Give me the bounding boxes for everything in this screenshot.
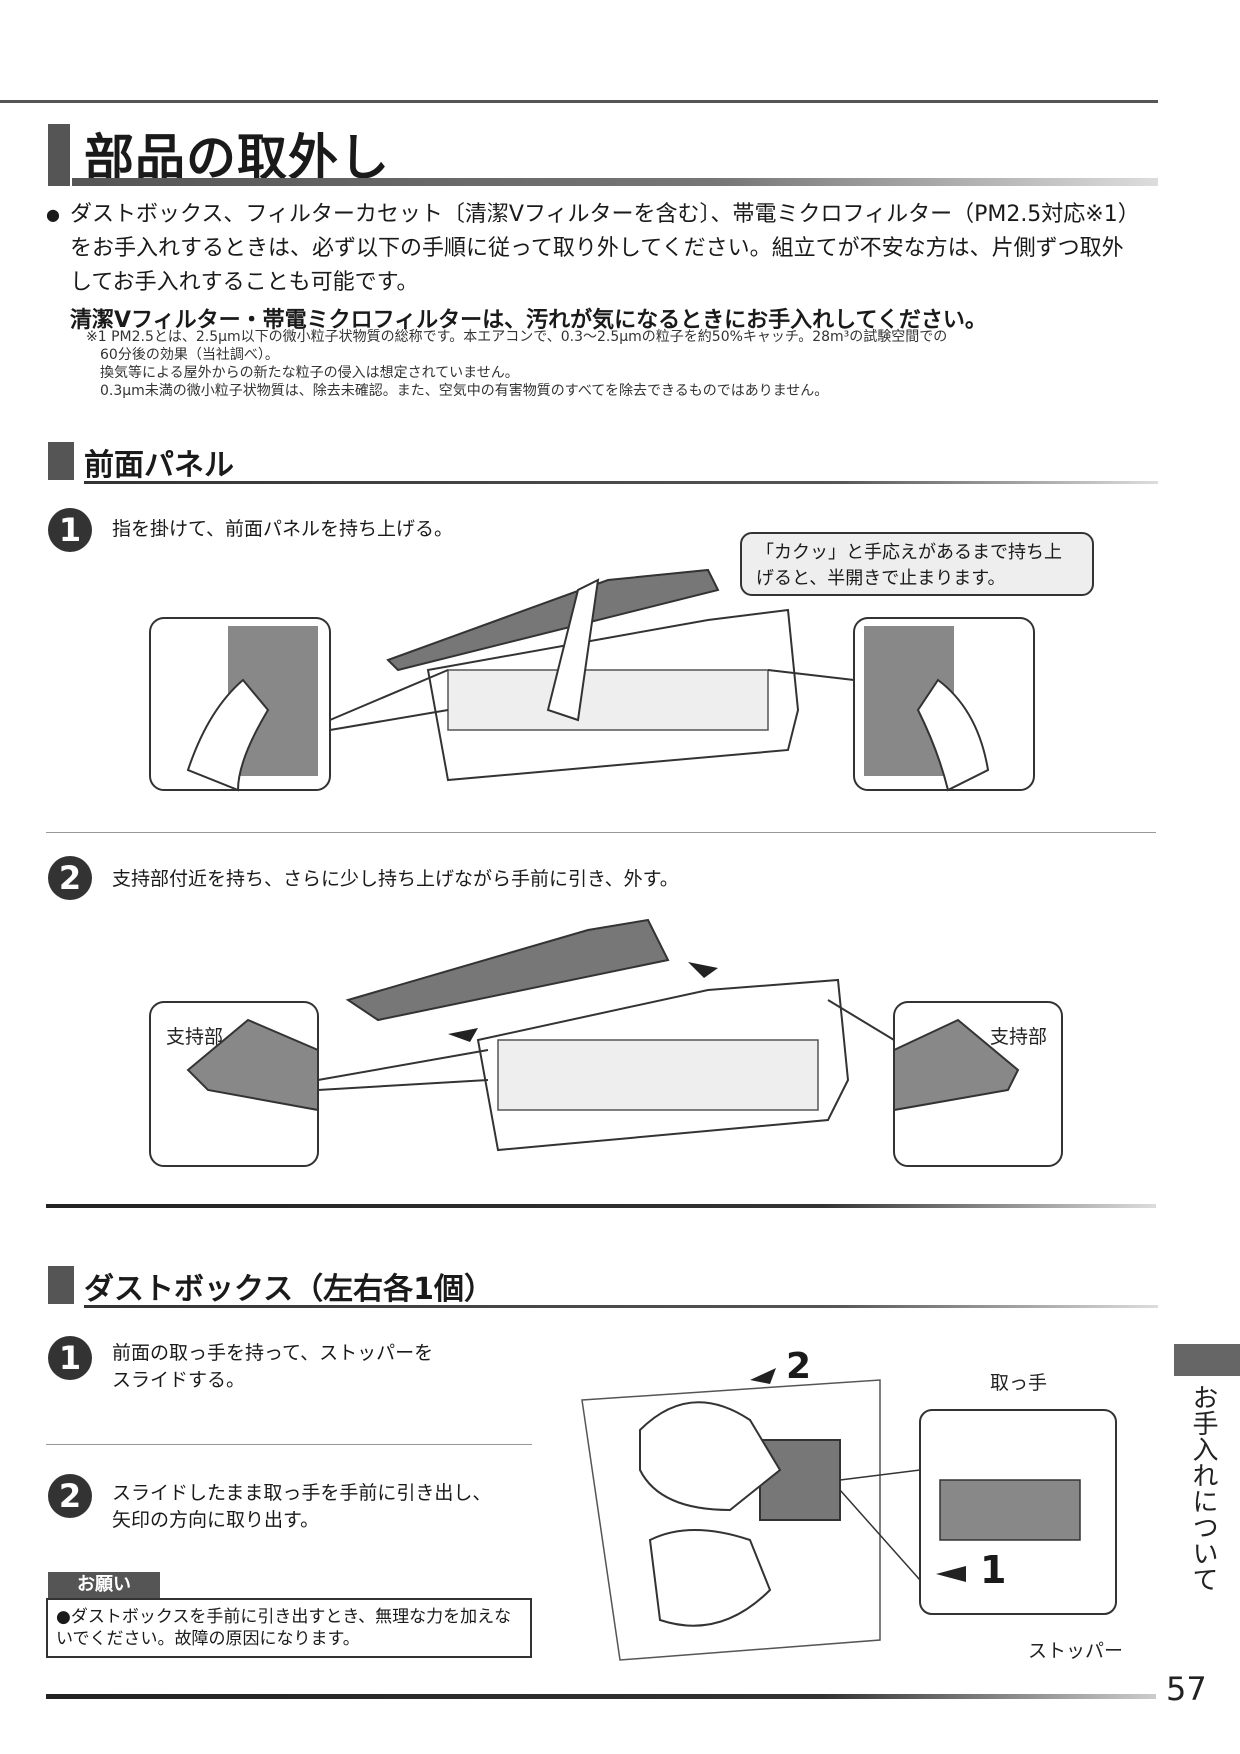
hand-icon [648, 1529, 772, 1627]
handle-shape [939, 1479, 1081, 1541]
callout-note: 「カクッ」と手応えがあるまで持ち上げると、半開きで止まります。 [740, 532, 1094, 596]
step-text-line: スライドしたまま取っ手を手前に引き出し、 [112, 1482, 492, 1504]
label-support-right: 支持部 [990, 1026, 1048, 1048]
section-accent-bar [48, 1266, 74, 1304]
bottom-rule [46, 1694, 1156, 1699]
support-shape [893, 1018, 1020, 1112]
illustration-remove-panel [149, 918, 1063, 1167]
step-text-line: 矢印の方向に取り出す。 [112, 1509, 320, 1531]
section-title-dust-box: ダストボックス（左右各1個） [84, 1272, 494, 1307]
filter-area [497, 1039, 819, 1111]
step-number: 2 [48, 856, 92, 900]
section-accent-bar [48, 442, 74, 480]
step-number: 1 [48, 508, 92, 552]
dust-box-shape [759, 1439, 841, 1521]
unit-outline [581, 1379, 881, 1661]
step-number: 1 [48, 1336, 92, 1380]
arrow-icon [448, 1028, 478, 1042]
intro-text: ダストボックス、フィルターカセット〔清潔Vフィルターを含む〕、帯電ミクロフィルタ… [70, 202, 1129, 295]
step-text-line: スライドする。 [112, 1369, 246, 1391]
step-text-line: 前面の取っ手を持って、ストッパーを [112, 1342, 434, 1364]
arrow-label-2: 2 [786, 1346, 812, 1387]
leader-line [767, 669, 855, 681]
label-stopper: ストッパー [1028, 1640, 1124, 1662]
step-text: 前面の取っ手を持って、ストッパーを スライドする。 [112, 1340, 433, 1394]
title-underline [72, 178, 1158, 186]
intro-paragraph: ● ダストボックス、フィルターカセット〔清潔Vフィルターを含む〕、帯電ミクロフィ… [46, 198, 1136, 338]
arrow-icon [936, 1566, 966, 1582]
leader-line [317, 1049, 489, 1081]
footnote-line: 0.3μm未満の微小粒子状物質は、除去未確認。また、空気中の有害物質のすべてを除… [100, 383, 829, 399]
hand-icon [639, 1401, 782, 1512]
section-title-front-panel: 前面パネル [84, 448, 234, 483]
step-divider [46, 1444, 532, 1445]
arrow-icon [688, 962, 718, 978]
label-handle: 取っ手 [990, 1372, 1048, 1394]
front-panel-shape [345, 918, 670, 1022]
leader-line [839, 1489, 921, 1581]
step-text: 支持部付近を持ち、さらに少し持ち上げながら手前に引き、外す。 [112, 868, 679, 890]
hand-icon [916, 678, 990, 792]
footnote-line: 換気等による屋外からの新たな粒子の侵入は想定されていません。 [100, 365, 519, 381]
section-divider [46, 1204, 1156, 1208]
caution-tag: お願い [48, 1572, 160, 1598]
footnote: ※1 PM2.5とは、2.5μm以下の微小粒子状物質の総称です。本エアコンで、0… [86, 328, 1130, 400]
leader-line [827, 999, 895, 1041]
step-text: スライドしたまま取っ手を手前に引き出し、 矢印の方向に取り出す。 [112, 1480, 491, 1534]
leader-line [317, 1079, 489, 1091]
title-accent-bar [48, 124, 70, 186]
leader-line [329, 669, 449, 721]
caution-box: ●ダストボックスを手前に引き出すとき、無理な力を加えないでください。故障の原因に… [46, 1598, 532, 1658]
section-underline [84, 481, 1158, 484]
top-rule [0, 100, 1158, 103]
illustration-dust-box [581, 1368, 1117, 1661]
intro-strong: 清潔Vフィルター・帯電ミクロフィルターは、汚れが気になるときにお手入れしてくださ… [70, 308, 987, 333]
hand-icon [186, 678, 270, 792]
step-text: 指を掛けて、前面パネルを持ち上げる。 [112, 518, 454, 540]
step-number: 2 [48, 1474, 92, 1518]
arm-icon [546, 578, 600, 722]
step-divider [46, 832, 1156, 833]
page-number: 57 [1166, 1670, 1207, 1708]
arrow-icon [750, 1368, 776, 1384]
footnote-line: 60分後の効果（当社調べ）。 [100, 347, 279, 363]
arrow-label-1: 1 [980, 1548, 1007, 1592]
page-title: 部品の取外し [84, 129, 390, 187]
leader-line [329, 709, 449, 731]
bullet: ● [46, 205, 60, 224]
filter-area [447, 669, 769, 731]
footnote-line: ※1 PM2.5とは、2.5μm以下の微小粒子状物質の総称です。本エアコンで、0… [86, 329, 948, 345]
illustration-lift-panel [149, 568, 1035, 792]
section-underline [84, 1305, 1158, 1308]
front-panel-shape [386, 568, 720, 672]
side-tab-label: お手入れについて [1188, 1384, 1218, 1592]
leader-line [839, 1469, 921, 1481]
label-support-left: 支持部 [166, 1026, 224, 1048]
side-tab-marker [1174, 1344, 1240, 1376]
